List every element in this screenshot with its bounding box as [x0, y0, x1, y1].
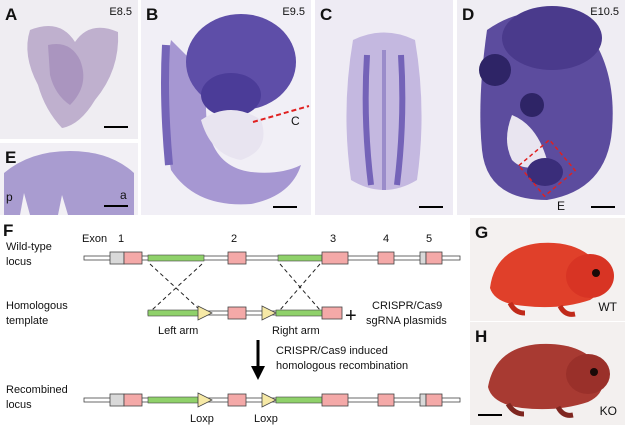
crispr-plasmids-line-2: sgRNA plasmids	[366, 315, 447, 327]
wild-type-locus	[83, 251, 461, 265]
scale-bar-c	[419, 206, 443, 208]
exon-number-2: 2	[231, 233, 237, 245]
stage-label-a: E8.5	[109, 6, 132, 18]
exon-number-5: 5	[426, 233, 432, 245]
right-arm-label: Right arm	[272, 325, 320, 337]
loxp-label-2: Loxp	[254, 413, 278, 425]
scale-bar-d	[591, 206, 615, 208]
recombination-arrow	[251, 340, 265, 380]
panel-label-g: G	[475, 223, 489, 242]
wild-type-label-2: locus	[6, 256, 32, 268]
panel-label-f: F	[3, 221, 13, 240]
crispr-step-line-1: CRISPR/Cas9 induced	[276, 345, 388, 357]
panel-label-b: B	[146, 5, 159, 24]
scale-bar-e	[104, 205, 128, 207]
embryo-e9-5-photo	[141, 0, 311, 215]
recombined-locus	[83, 392, 461, 408]
zoom-marker-e: E	[557, 199, 566, 213]
template-label-2: template	[6, 315, 48, 327]
exon-number-1: 1	[118, 233, 124, 245]
embryo-e8-5-photo	[0, 0, 138, 139]
panel-label-e: E	[5, 148, 17, 167]
panel-label-a: A	[5, 5, 18, 24]
scale-bar-h	[478, 414, 502, 416]
stage-label-d: E10.5	[590, 6, 619, 18]
crispr-step-line-2: homologous recombination	[276, 360, 408, 372]
exon-number-4: 4	[383, 233, 389, 245]
panel-g-image: G WT	[470, 218, 625, 321]
panel-label-h: H	[475, 327, 488, 346]
loxp-label-1: Loxp	[190, 413, 214, 425]
wild-type-pup-photo	[470, 218, 625, 321]
exon-word: Exon	[82, 233, 107, 245]
exon-number-3: 3	[330, 233, 336, 245]
panel-d-image: D E10.5 E	[457, 0, 625, 215]
homologous-template	[147, 305, 343, 321]
section-marker-c: C	[291, 114, 300, 128]
panel-label-d: D	[462, 5, 475, 24]
genotype-wt: WT	[598, 300, 617, 314]
recombined-label-1: Recombined	[6, 384, 68, 396]
neural-tube-photo	[315, 0, 453, 215]
crossover-lines	[149, 263, 321, 311]
stage-label-b: E9.5	[282, 6, 305, 18]
panel-b-image: B E9.5 C	[141, 0, 311, 215]
scale-bar-b	[273, 206, 297, 208]
crispr-plasmids-line-1: CRISPR/Cas9	[372, 300, 442, 312]
left-arm-label: Left arm	[158, 325, 198, 337]
anterior-label: a	[120, 188, 127, 202]
genotype-ko: KO	[599, 404, 617, 418]
panel-c-image: C	[315, 0, 453, 215]
panel-a-image: A E8.5	[0, 0, 138, 139]
embryo-e10-5-photo	[457, 0, 625, 215]
panel-h-image: H KO	[470, 322, 625, 425]
panel-e-image: E p a	[0, 143, 138, 215]
panel-f-gene-targeting-schematic: F Wild-type locus Homologous template Re…	[3, 221, 461, 425]
posterior-label: p	[6, 190, 13, 204]
embryo-section-photo	[0, 143, 138, 215]
wild-type-label-1: Wild-type	[6, 241, 52, 253]
knockout-pup-photo	[470, 322, 625, 425]
plus-sign: +	[345, 305, 357, 327]
panel-label-c: C	[320, 5, 333, 24]
template-label-1: Homologous	[6, 300, 68, 312]
recombined-label-2: locus	[6, 399, 32, 411]
scale-bar-a	[104, 126, 128, 128]
